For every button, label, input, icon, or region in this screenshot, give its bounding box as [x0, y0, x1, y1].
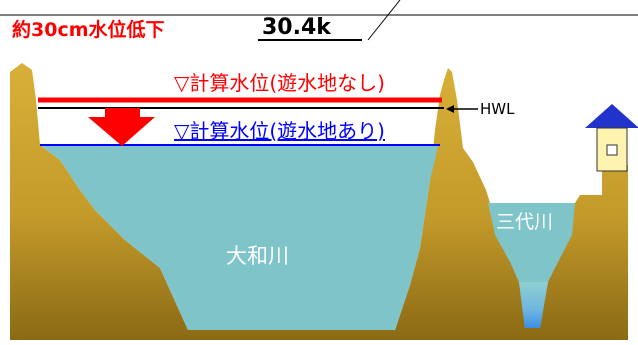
tributary-river-label: 三代川: [496, 211, 553, 233]
label-divider-slash: [367, 0, 401, 41]
house-roof: [585, 104, 638, 128]
section-distance-label: 30.4k: [262, 15, 332, 40]
level-label-with-basin: ▽計算水位(遊水地あり): [174, 119, 385, 143]
house: [585, 104, 638, 172]
tributary-river-water: [488, 203, 575, 328]
ground-terrain: [10, 63, 628, 340]
water-drop-arrow: [88, 108, 155, 146]
hwl-label: HWL: [480, 100, 515, 118]
drop-amount-label: 約30cm水位低下: [12, 18, 165, 41]
hwl-pointer-head: [446, 105, 454, 113]
main-river-label: 大和川: [226, 244, 289, 268]
tributary-deep-channel: [519, 282, 548, 328]
house-window: [606, 144, 618, 156]
level-label-without-basin: ▽計算水位(遊水地なし): [174, 71, 385, 95]
main-river-water: [40, 145, 438, 330]
